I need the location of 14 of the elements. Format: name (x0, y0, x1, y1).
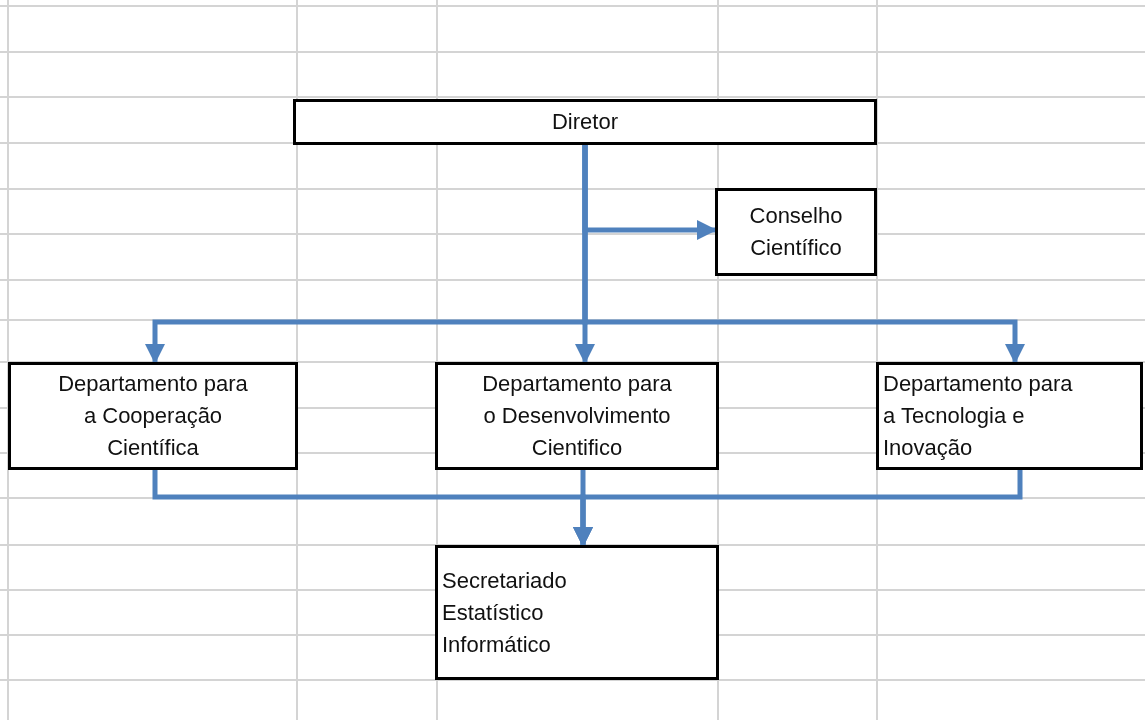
org-box (8, 362, 298, 470)
org-box (293, 99, 877, 145)
connector-arrow (582, 145, 1025, 364)
org-box (435, 362, 719, 470)
box-label: Departamento para a Cooperação Científica (57, 370, 249, 462)
box-label: Secretariado Estatístico Informático (442, 566, 568, 659)
box-label: Departamento para a Tecnologia e Inovação (883, 370, 1074, 462)
org-box (435, 545, 719, 680)
box-label: Conselho Científico (748, 202, 844, 262)
box-label: Departamento para o Desenvolvimento Cientifico (481, 370, 673, 462)
org-box (715, 188, 877, 276)
org-box (876, 362, 1143, 470)
box-label: Diretor (551, 108, 619, 136)
connector-arrow (573, 470, 1023, 547)
